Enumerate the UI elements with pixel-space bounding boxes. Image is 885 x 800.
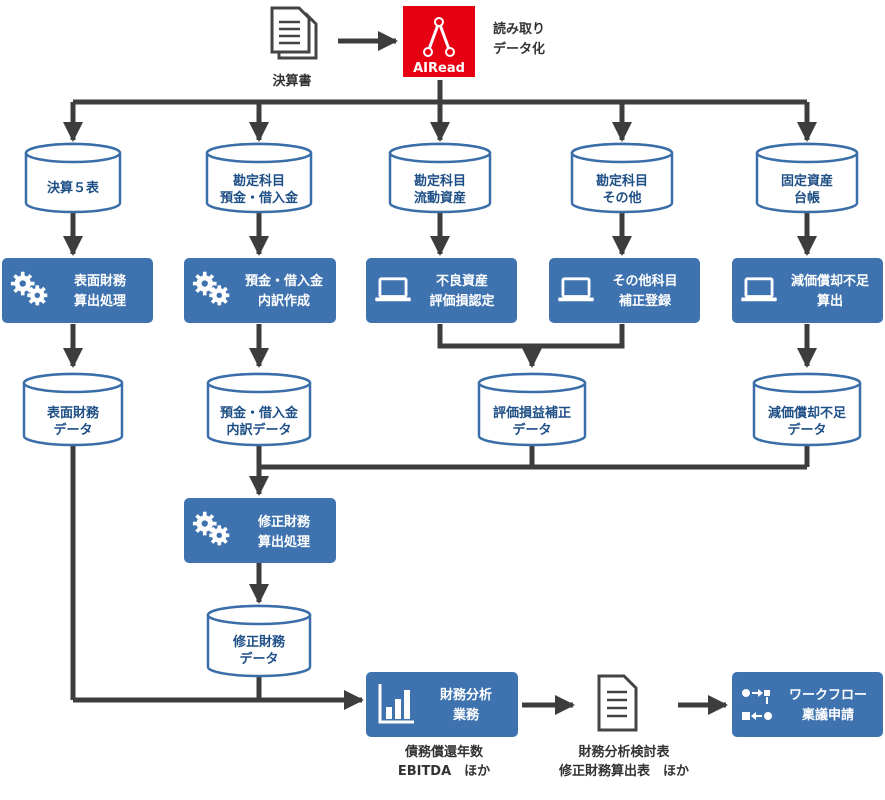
- input-datastore-5: 固定資産 台帳: [755, 142, 859, 214]
- input-datastore-2: 勘定科目 預金・借入金: [205, 142, 313, 214]
- process-5-line2: 算出: [817, 293, 843, 309]
- input-5-line1: 固定資産: [781, 173, 833, 189]
- input-4-line1: 勘定科目: [596, 173, 648, 189]
- airead-logo: AIRead: [403, 6, 475, 77]
- correction-data-line2: データ: [239, 651, 278, 667]
- document-icon: [597, 674, 638, 732]
- analysis-line1: 財務分析: [439, 687, 492, 703]
- input-3-line1: 勘定科目: [414, 173, 466, 189]
- input-5-line2: 台帳: [794, 190, 820, 206]
- output-1-line1: 表面財務: [46, 405, 100, 421]
- analysis-box: 財務分析 業務: [366, 672, 518, 737]
- process-1-line2: 算出処理: [74, 293, 126, 309]
- process-4-line1: その他科目: [612, 273, 677, 289]
- output-1-line2: データ: [53, 422, 92, 438]
- correction-data-line1: 修正財務: [232, 634, 286, 650]
- output-3-line2: データ: [512, 422, 551, 438]
- correction-process-line2: 算出処理: [258, 534, 310, 550]
- process-box-4: その他科目 補正登録: [549, 258, 700, 323]
- bar-chart-icon: [378, 684, 414, 724]
- correction-datastore: 修正財務 データ: [206, 604, 312, 678]
- connectors: [63, 31, 817, 715]
- input-4-line2: その他: [602, 190, 641, 206]
- analysis-caption-line2: EBITDA ほか: [398, 764, 490, 779]
- document-stack-icon: [270, 6, 318, 60]
- process-box-1: 表面財務 算出処理: [2, 258, 153, 323]
- output-datastore-3: 評価損益補正 データ: [477, 372, 587, 447]
- output-3-line1: 評価損益補正: [493, 405, 571, 421]
- process-box-2: 預金・借入金 内訳作成: [184, 258, 336, 323]
- airead-logo-text: AIRead: [413, 61, 465, 76]
- output-2-line1: 預金・借入金: [220, 405, 299, 421]
- workflow-line2: 稟議申請: [801, 707, 854, 723]
- process-2-line1: 預金・借入金: [245, 273, 324, 289]
- process-5-line1: 減価償却不足: [791, 273, 870, 289]
- correction-process-box: 修正財務 算出処理: [184, 498, 336, 563]
- merge-process3-process4: [437, 324, 625, 349]
- input-2-line1: 勘定科目: [233, 173, 285, 189]
- airead-caption-line2: データ化: [493, 41, 545, 57]
- analysis-line2: 業務: [452, 707, 480, 723]
- process-box-3: 不良資産 評価損認定: [366, 258, 517, 323]
- input-1-line1: 決算５表: [47, 180, 100, 196]
- input-2-line2: 預金・借入金: [220, 190, 299, 206]
- process-2-line2: 内訳作成: [258, 293, 310, 309]
- output-2-line2: 内訳データ: [226, 422, 291, 438]
- process-1-line1: 表面財務: [73, 273, 127, 289]
- workflow-box: ワークフロー 稟議申請: [732, 672, 883, 737]
- report-caption-line2: 修正財務算出表 ほか: [558, 763, 689, 779]
- process-4-line2: 補正登録: [618, 293, 672, 309]
- source-label: 決算書: [272, 73, 311, 89]
- correction-process-line1: 修正財務: [257, 514, 311, 530]
- airead-caption-line1: 読み取り: [493, 21, 545, 37]
- report-caption-line1: 財務分析検討表: [577, 744, 670, 760]
- workflow-line1: ワークフロー: [789, 688, 867, 703]
- output-datastore-1: 表面財務 データ: [22, 372, 124, 447]
- workflow-icon: [742, 689, 772, 722]
- output-4-line2: データ: [787, 422, 826, 438]
- output-datastore-2: 預金・借入金 内訳データ: [206, 372, 312, 447]
- input-datastore-3: 勘定科目 流動資産: [388, 142, 492, 214]
- process-box-5: 減価償却不足 算出: [732, 258, 883, 323]
- process-3-line2: 評価損認定: [429, 293, 494, 309]
- output-datastore-4: 減価償却不足 データ: [752, 372, 862, 447]
- process-3-line1: 不良資産: [436, 273, 488, 289]
- output-4-line1: 減価償却不足: [768, 405, 847, 421]
- input-datastore-4: 勘定科目 その他: [570, 142, 674, 214]
- input-datastore-1: 決算５表: [24, 142, 122, 214]
- input-3-line2: 流動資産: [414, 190, 466, 206]
- analysis-caption-line1: 債務償還年数: [404, 744, 484, 760]
